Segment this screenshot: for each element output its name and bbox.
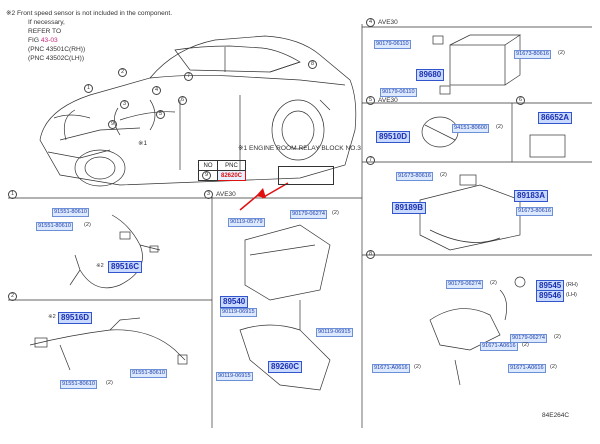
section-2-header: 2 <box>8 292 20 301</box>
qty-label: (2) <box>332 210 339 216</box>
qty-label: (2) <box>84 222 91 228</box>
part-86652A[interactable]: 86652A <box>538 112 573 124</box>
part-89189B[interactable]: 89189B <box>392 202 427 214</box>
part-90119-06915-b[interactable]: 90119-06915 <box>316 328 353 337</box>
fig-prefix: FIG <box>28 37 41 44</box>
qty-label: (2) <box>496 124 503 130</box>
part-91671-A0616-c[interactable]: 91671-A0616 <box>508 364 546 373</box>
car-callout-9: 9 <box>108 120 120 129</box>
side-label-rh: (RH) <box>566 282 578 288</box>
part-91551-80610-c[interactable]: 91551-80610 <box>60 380 97 389</box>
part-90179-06274-a[interactable]: 90179-06274 <box>446 280 483 289</box>
part-89516D[interactable]: 89516D <box>58 312 93 324</box>
qty-label: (2) <box>550 364 557 370</box>
note-mark: ※2 <box>96 263 104 269</box>
part-90119-06915-a[interactable]: 90119-06915 <box>220 308 257 317</box>
part-91673-80616-c[interactable]: 91673-80616 <box>516 207 553 216</box>
part-91551-80610-a[interactable]: 91551-80610 <box>52 208 89 217</box>
relay-header-pnc: PNC <box>216 160 247 171</box>
part-90119-05779[interactable]: 90119-05779 <box>228 218 265 227</box>
part-89540[interactable]: 89540 <box>220 296 249 308</box>
side-label-lh: (LH) <box>566 292 577 298</box>
part-89183A[interactable]: 89183A <box>514 190 549 202</box>
part-91671-A0616-a[interactable]: 91671-A0616 <box>480 342 518 351</box>
fig-link[interactable]: 43-03 <box>40 37 58 44</box>
drawing-code: 84E264C <box>542 412 570 419</box>
qty-label: (2) <box>440 172 447 178</box>
car-callout-relay: ※1 <box>138 140 148 147</box>
note-fig-line: FIG 43-03 <box>28 37 58 45</box>
qty-label: (2) <box>558 50 565 56</box>
part-89510D[interactable]: 89510D <box>376 131 411 143</box>
part-90179-06110-b[interactable]: 90179-06110 <box>380 88 417 97</box>
relay-row-pnc[interactable]: 82620C <box>216 170 247 181</box>
car-callout-6: 6 <box>178 96 190 105</box>
part-89680[interactable]: 89680 <box>416 69 445 81</box>
part-89516C[interactable]: 89516C <box>108 261 143 273</box>
car-callout-4: 4 <box>152 86 164 95</box>
relay-row-no: 9 <box>198 170 218 181</box>
part-91671-A0616-b[interactable]: 91671-A0616 <box>372 364 410 373</box>
qty-label: (2) <box>522 342 529 348</box>
note-pnc-lh: (PNC 43502C(LH)) <box>28 55 85 62</box>
part-90179-06110-a[interactable]: 90179-06110 <box>374 40 411 49</box>
car-callout-5: 5 <box>156 110 168 119</box>
car-callout-2: 2 <box>118 68 130 77</box>
note-mark: ※2 <box>48 314 56 320</box>
section-1-header: 1 <box>8 190 20 199</box>
part-91673-80616-a[interactable]: 91673-80616 <box>514 50 551 59</box>
section-8-header: 8 <box>366 250 378 259</box>
note-refer-to: REFER TO <box>28 28 62 35</box>
section-6-header: 6 <box>516 96 528 105</box>
part-89260C[interactable]: 89260C <box>268 361 303 373</box>
part-89546[interactable]: 89546 <box>536 290 565 302</box>
car-callout-8: 8 <box>308 60 320 69</box>
car-callout-1: 1 <box>84 84 96 93</box>
car-callout-3: 3 <box>120 100 132 109</box>
section-7-header: 7 <box>366 156 378 165</box>
car-illustration <box>39 35 357 187</box>
qty-label: (2) <box>414 364 421 370</box>
part-90119-06915-c[interactable]: 90119-06915 <box>216 372 253 381</box>
relay-block-icon <box>278 166 334 185</box>
part-90179-06274[interactable]: 90179-06274 <box>290 210 327 219</box>
car-callout-7: 7 <box>184 72 196 81</box>
part-94151-80600[interactable]: 94151-80600 <box>452 124 489 133</box>
relay-caption: ※1 ENGINE ROOM RELAY BLOCK NO.3 <box>238 145 361 152</box>
part-90179-06274-b[interactable]: 90179-06274 <box>510 334 547 343</box>
part-91673-80616-b[interactable]: 91673-80616 <box>396 172 433 181</box>
note-if-necessary: If necessary, <box>28 19 65 26</box>
qty-label: (2) <box>106 380 113 386</box>
part-91551-80610-b[interactable]: 91551-80610 <box>36 222 73 231</box>
note-pnc-rh: (PNC 43501C(RH)) <box>28 46 86 53</box>
qty-label: (2) <box>490 280 497 286</box>
part-91551-80610-d[interactable]: 91551-80610 <box>130 369 167 378</box>
qty-label: (2) <box>554 334 561 340</box>
note-speed-sensor: ※2 Front speed sensor is not included in… <box>6 10 173 17</box>
relay-header-no: NO <box>198 160 218 171</box>
